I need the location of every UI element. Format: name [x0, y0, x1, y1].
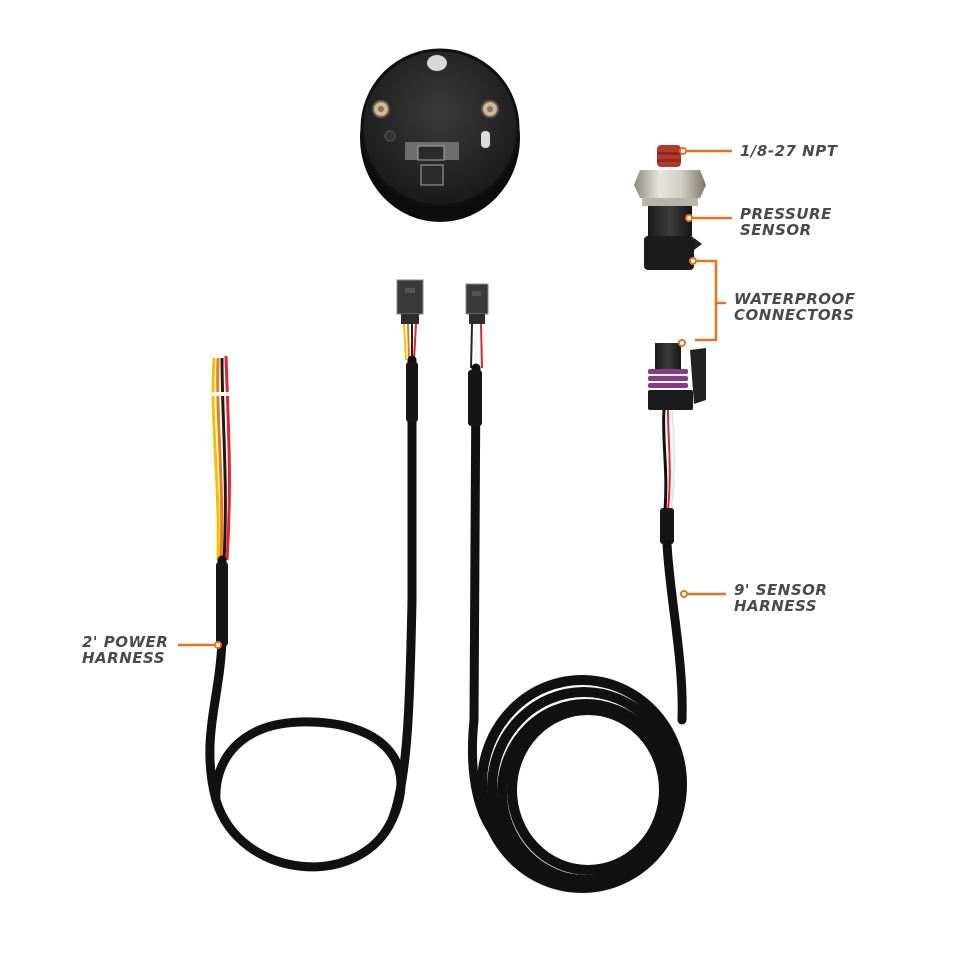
connector-icon	[465, 283, 489, 369]
power-harness-label: 2' POWER HARNESS	[82, 634, 168, 666]
waterproof-connectors-label-line2: CONNECTORS	[734, 306, 855, 324]
sensor-harness-label-line2: HARNESS	[734, 597, 818, 615]
power-harness-label-line1: 2' POWER	[82, 633, 169, 651]
sensor-icon	[634, 145, 706, 270]
power-harness-cable	[205, 355, 418, 872]
sensor-harness-label: 9' SENSOR HARNESS	[734, 582, 827, 614]
callout-lines	[178, 149, 732, 647]
sensor-harness-cable	[467, 363, 687, 893]
pressure-sensor-label: PRESSURE SENSOR	[740, 206, 832, 238]
waterproof-connectors-label-line1: WATERPROOF	[734, 290, 856, 308]
npt-label: 1/8-27 NPT	[740, 143, 837, 159]
callout-dots	[214, 147, 697, 649]
power-harness-label-line2: HARNESS	[82, 649, 166, 667]
npt-label-line1: 1/8-27 NPT	[740, 142, 838, 160]
pressure-sensor-label-line1: PRESSURE	[740, 205, 832, 223]
power-wires	[211, 355, 231, 561]
sensor-harness-label-line1: 9' SENSOR	[734, 581, 828, 599]
gauge-icon	[360, 48, 520, 222]
connector-icon	[396, 279, 424, 361]
waterproof-plug-icon	[648, 343, 706, 544]
pressure-sensor-label-line2: SENSOR	[740, 221, 812, 239]
waterproof-connectors-label: WATERPROOF CONNECTORS	[734, 291, 856, 323]
